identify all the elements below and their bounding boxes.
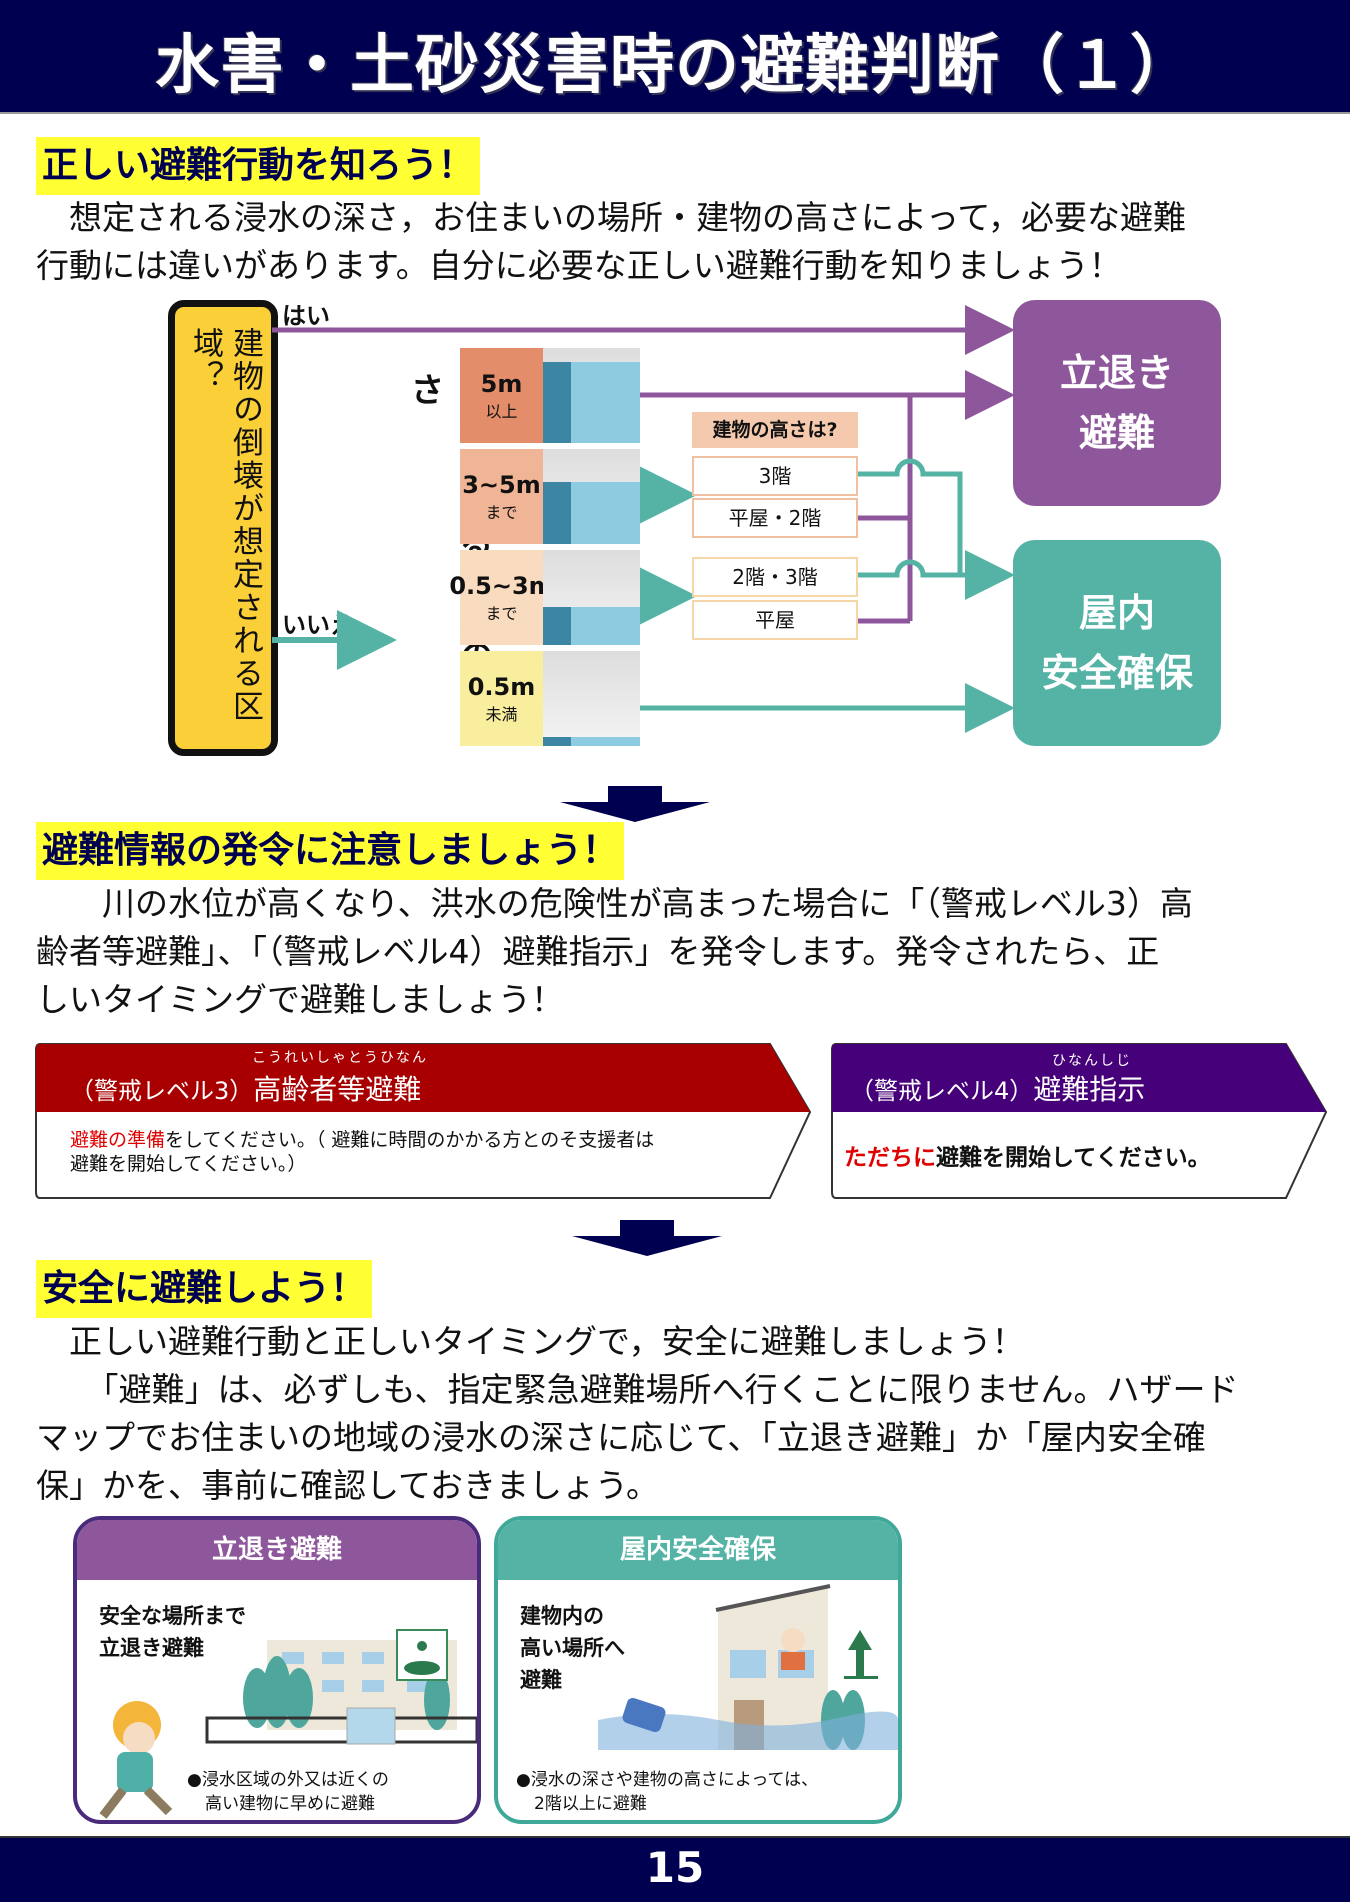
- section3-line: 「避難」は、必ずしも、指定緊急避難場所へ行くことに限りません。ハザード: [36, 1370, 1239, 1409]
- section3-line: 保」かを、事前に確認しておきましょう。: [36, 1466, 660, 1505]
- footer-bar: [0, 1836, 1350, 1902]
- result-evacuate-box: 立退き避難: [1013, 300, 1221, 506]
- opt3-line: [858, 550, 1015, 600]
- height-option-2-3f: 2階・3階: [692, 557, 858, 597]
- height-option-1-2f: 平屋・2階: [692, 498, 858, 538]
- page-number: 15: [645, 1843, 705, 1892]
- alert4-ruby: ひなんしじ: [1052, 1053, 1132, 1069]
- yes-label: はい: [282, 302, 330, 330]
- question-box-collapse-zone: 建物の倒壊が想定される区域？: [168, 300, 278, 756]
- section2-paragraph: 川の水位が高くなり、洪水の危険性が高まった場合に「（警戒レベル3）高 齢者等避難…: [36, 880, 1326, 1024]
- flow-connectors: [272, 305, 1015, 733]
- alert3-body: 避難の準備をしてください。（ 避難に時間のかかる方とのそ支援者は 避難を開始して…: [70, 1129, 655, 1175]
- section-heading-know-action: 正しい避難行動を知ろう！: [36, 137, 481, 195]
- section3-paragraph: 正しい避難行動と正しいタイミングで，安全に避難しましょう！ 「避難」は、必ずしも…: [36, 1318, 1326, 1510]
- card-evacuate-subtitle: 安全な場所まで立退き避難: [99, 1604, 246, 1660]
- alert4-title: （警戒レベル4）避難指示: [850, 1073, 1146, 1106]
- evacuation-illustration: [99, 1629, 477, 1819]
- section2-line: 川の水位が高くなり、洪水の危険性が高まった場合に「（警戒レベル3）高: [36, 884, 1193, 923]
- section1-line: 想定される浸水の深さ，お住まいの場所・建物の高さによって，必要な避難: [36, 198, 1187, 237]
- up-arrow-icon: [848, 1630, 872, 1650]
- section2-line: しいタイミングで避難しましょう！: [36, 980, 564, 1019]
- card-shelter-note: ●浸水の深さや建物の高さによっては、2階以上に避難: [516, 1770, 819, 1814]
- alert-level4-banner-shape: [831, 1043, 1328, 1199]
- flood-water: [598, 1711, 898, 1750]
- section2-line: 齢者等避難」、「（警戒レベル4）避難指示」を発令します。発令されたら、正: [36, 932, 1160, 971]
- flood-0.5-3m-image: [543, 550, 640, 645]
- opt1-line: [858, 458, 963, 575]
- flood-3-5m-image: [543, 449, 640, 544]
- height-option-1f: 平屋: [692, 600, 858, 640]
- result-shelter-box: 屋内安全確保: [1013, 540, 1221, 746]
- section3-line: 正しい避難行動と正しいタイミングで，安全に避難しましょう！: [36, 1322, 1025, 1361]
- flood-under-0.5m-image: [543, 651, 640, 746]
- section-heading-alerts: 避難情報の発令に注意しましょう！: [36, 822, 625, 880]
- question-text: 建物の倒壊が想定される区域？: [187, 327, 263, 723]
- person-icon: [781, 1628, 805, 1652]
- card-shelter-subtitle: 建物内の高い場所へ避難: [520, 1604, 625, 1692]
- card-evacuate-note: ●浸水区域の外又は近くの高い建物に早めに避難: [187, 1770, 389, 1814]
- card-shelter-title: 屋内安全確保: [498, 1520, 898, 1580]
- card-evacuate: 立退き避難 安全な場所まで立退き避難 ●浸水区域の外又は近くの高い建物に早めに避…: [73, 1516, 481, 1824]
- building-height-question: 建物の高さは?: [692, 412, 858, 448]
- card-evacuate-title: 立退き避難: [77, 1520, 477, 1580]
- shelter-illustration: [598, 1584, 898, 1750]
- alert4-body: ただちに避難を開始してください。: [844, 1145, 1211, 1171]
- alert-level3-banner-shape: [35, 1043, 812, 1199]
- card-shelter: 屋内安全確保 建物内の高い場所へ避難 ●浸水の深さや建物の高さによっては、2階以…: [494, 1516, 902, 1824]
- header-bar: [0, 0, 1350, 114]
- alert3-ruby: こうれいしゃとうひなん: [252, 1050, 428, 1066]
- section3-line: マップでお住まいの地域の浸水の深さに応じて、「立退き避難」か「屋内安全確: [36, 1418, 1206, 1457]
- down-arrow-icon: [560, 786, 710, 822]
- flood-5m-image: [543, 348, 640, 443]
- section1-line: 行動には違いがあります。自分に必要な正しい避難行動を知りましょう！: [36, 246, 1122, 285]
- alert3-title: （警戒レベル3）高齢者等避難: [70, 1073, 422, 1106]
- section-heading-evacuate-safely: 安全に避難しよう！: [36, 1260, 373, 1318]
- height-option-3f: 3階: [692, 456, 858, 496]
- down-arrow-icon: [572, 1220, 722, 1256]
- section1-paragraph: 想定される浸水の深さ，お住まいの場所・建物の高さによって，必要な避難 行動には違…: [36, 194, 1326, 290]
- page-title: 水害・土砂災害時の避難判断（１）: [155, 29, 1195, 103]
- car-icon: [622, 1698, 666, 1732]
